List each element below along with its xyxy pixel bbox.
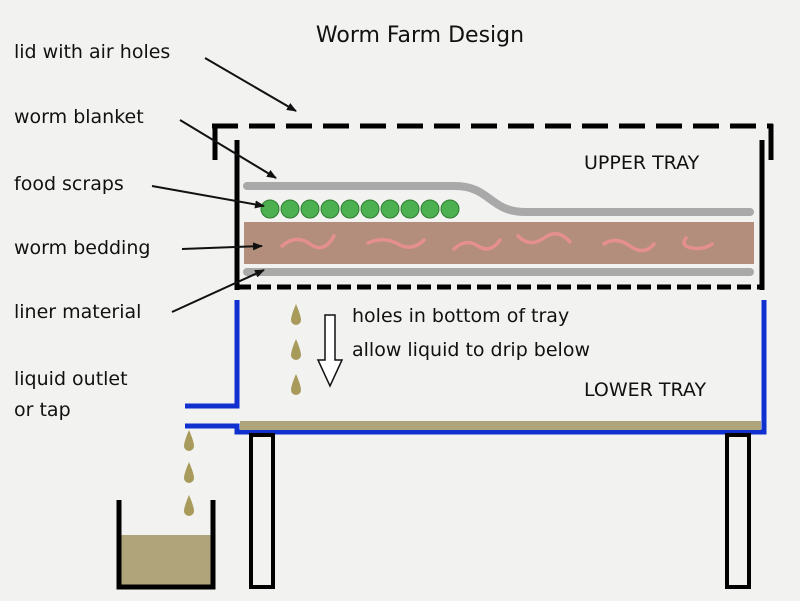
arrow-liner-material bbox=[171, 269, 265, 313]
label-liquid-outlet: liquid outlet bbox=[14, 368, 128, 390]
arrow-worm-bedding bbox=[181, 242, 263, 251]
label-liner-material: liner material bbox=[14, 301, 141, 323]
lower-tray bbox=[185, 300, 767, 435]
label-holes-line1: holes in bottom of tray bbox=[352, 305, 569, 327]
drips-tap bbox=[184, 430, 194, 516]
leader-arrows bbox=[151, 57, 297, 313]
label-lower-tray: LOWER TRAY bbox=[584, 379, 706, 401]
label-lid: lid with air holes bbox=[14, 41, 170, 63]
label-worm-bedding: worm bedding bbox=[14, 237, 150, 259]
arrow-worm-blanket bbox=[179, 119, 277, 179]
worms bbox=[280, 232, 714, 253]
drips-lower bbox=[291, 304, 301, 395]
worm-blanket bbox=[243, 182, 754, 216]
legs bbox=[249, 433, 751, 589]
diagram-title: Worm Farm Design bbox=[316, 23, 524, 48]
label-food-scraps: food scraps bbox=[14, 173, 124, 195]
down-arrow-icon bbox=[316, 314, 344, 388]
arrow-lid bbox=[204, 57, 297, 112]
label-holes-line2: allow liquid to drip below bbox=[352, 339, 590, 361]
label-or-tap: or tap bbox=[14, 399, 71, 421]
arrow-food-scraps bbox=[151, 185, 265, 209]
label-worm-blanket: worm blanket bbox=[14, 106, 144, 128]
collection-container bbox=[116, 500, 216, 590]
food-scraps bbox=[260, 199, 460, 219]
upper-tray bbox=[234, 140, 765, 290]
label-upper-tray: UPPER TRAY bbox=[584, 152, 700, 174]
liquid-layer bbox=[240, 421, 761, 430]
